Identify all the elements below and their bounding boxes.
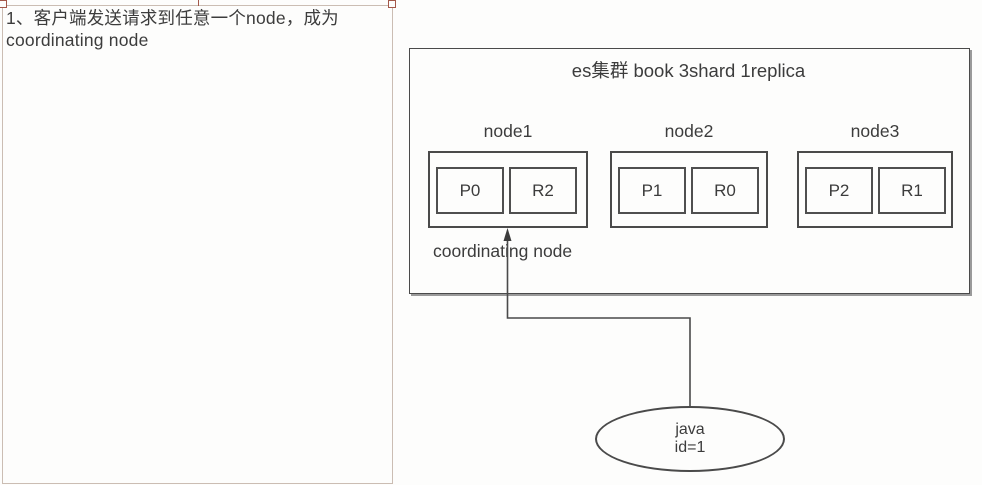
cluster-title: es集群 book 3shard 1replica (571, 60, 806, 81)
selection-handle-top-middle[interactable] (198, 0, 199, 6)
shard-box-r2[interactable]: R2 (509, 167, 577, 214)
shard-box-p2[interactable]: P2 (805, 167, 873, 214)
node3-box[interactable]: P2 R1 (797, 151, 953, 228)
coordinating-node-label: coordinating node (433, 241, 573, 261)
shard-box-r0[interactable]: R0 (691, 167, 759, 214)
selection-handle-top-left[interactable] (0, 0, 7, 8)
shard-box-p0[interactable]: P0 (436, 167, 504, 214)
node2-label: node2 (664, 121, 714, 141)
selection-handle-top-right[interactable] (388, 0, 396, 8)
shard-box-r1[interactable]: R1 (878, 167, 946, 214)
node3-label: node3 (850, 121, 900, 141)
node2-box[interactable]: P1 R0 (610, 151, 768, 228)
node1-label: node1 (483, 121, 533, 141)
client-text-line2: id=1 (674, 439, 706, 456)
node1-box[interactable]: P0 R2 (428, 151, 588, 228)
client-ellipse[interactable]: java id=1 (595, 406, 785, 472)
note-text-line2: coordinating node (6, 30, 149, 50)
note-text: 1、客户端发送请求到任意一个node，成为 coordinating node (6, 7, 384, 51)
client-text-line1: java (675, 421, 705, 438)
shard-box-p1[interactable]: P1 (618, 167, 686, 214)
note-text-line1: 1、客户端发送请求到任意一个node，成为 (6, 8, 339, 28)
note-textbox[interactable] (2, 5, 393, 484)
